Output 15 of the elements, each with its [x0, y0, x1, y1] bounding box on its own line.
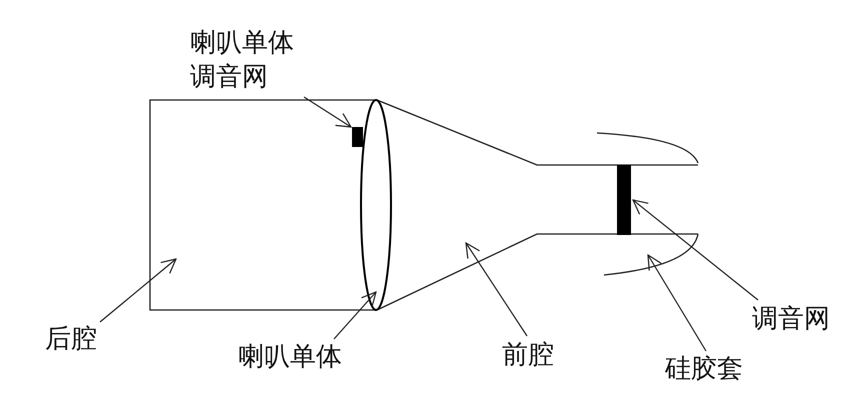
- part-label: 喇叭单体调音网: [190, 26, 302, 94]
- mesh-block: [352, 127, 363, 147]
- leader-arrow: [304, 96, 352, 128]
- part-label: 硅胶套: [665, 352, 743, 386]
- mesh-bar: [617, 165, 631, 235]
- part-label: 调音网: [752, 302, 830, 336]
- part-label: 前腔: [502, 338, 554, 372]
- leader-arrow: [100, 258, 177, 322]
- part-label: 后腔: [45, 322, 97, 356]
- speaker-ellipse: [360, 99, 392, 311]
- leader-arrow: [465, 242, 528, 336]
- leader-arrow: [647, 254, 707, 352]
- leader-arrow: [334, 291, 377, 340]
- leader-arrow: [632, 199, 758, 300]
- part-label: 喇叭单体: [238, 340, 342, 374]
